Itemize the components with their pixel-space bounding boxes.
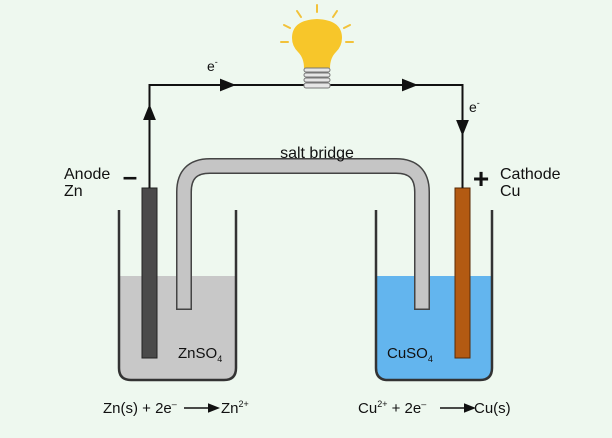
copper-half-reaction-lhs: Cu2+ + 2e– [358,399,426,417]
anode-sign: – [123,161,137,191]
cathode-sign: + [473,163,489,194]
salt-bridge-fill [177,159,429,309]
left-beaker [117,210,238,382]
light-bulb-icon [280,4,354,89]
electron-label-left: e- [207,57,218,74]
copper-half-reaction-rhs: Cu(s) [474,400,511,417]
copper-electrode [454,187,471,359]
cathode-element: Cu [500,183,520,200]
zinc-half-reaction-rhs: Zn2+ [221,399,249,417]
right-beaker [374,210,494,382]
electron-label-right: e- [469,98,480,115]
cathode-label: Cathode [500,166,561,183]
anode-label: Anode [64,166,110,183]
zinc-electrode [141,187,158,359]
anode-element: Zn [64,183,83,200]
copper-sulfate-label: CuSO4 [387,345,433,364]
salt-bridge-label: salt bridge [280,145,354,162]
cu-solution [376,276,492,380]
zinc-sulfate-label: ZnSO4 [178,345,222,364]
zinc-half-reaction-lhs: Zn(s) + 2e– [103,399,177,417]
